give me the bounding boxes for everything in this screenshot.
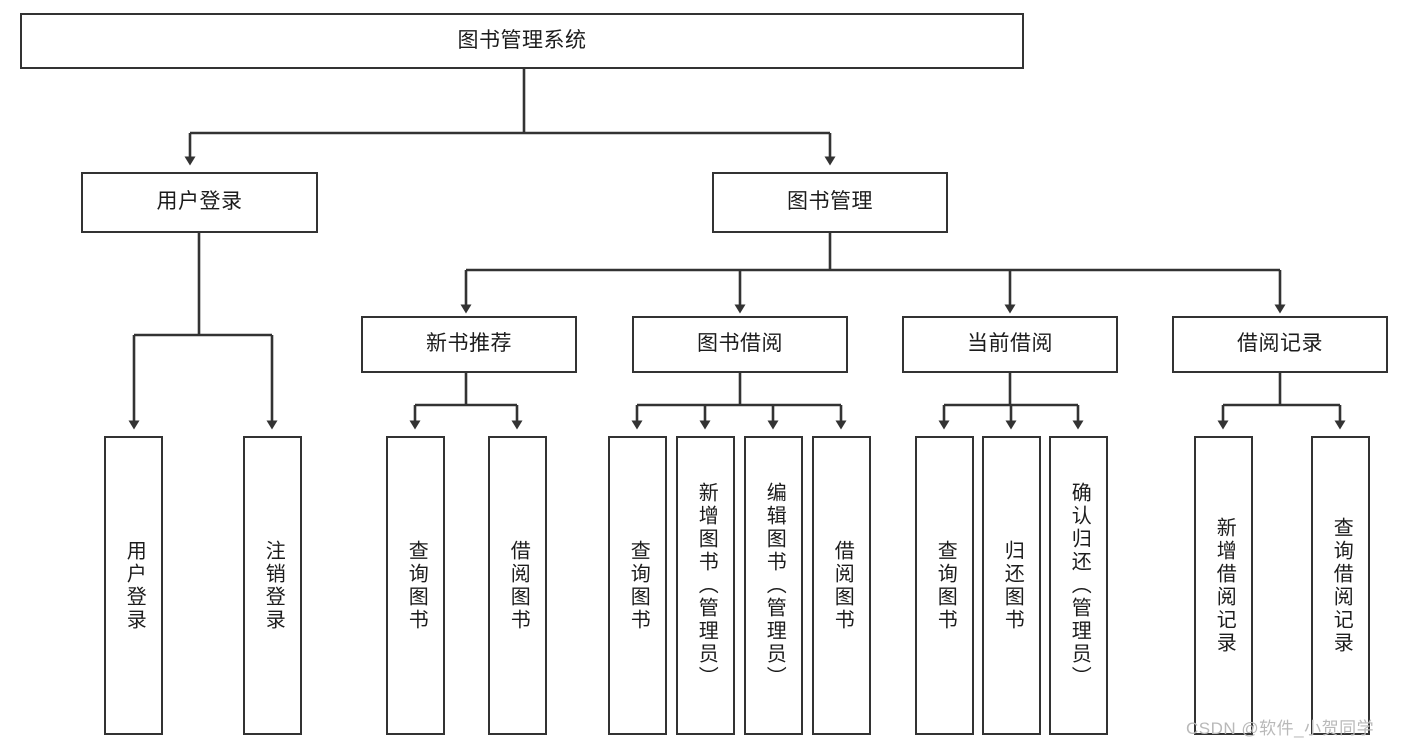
leaf-label: 注销登录 (262, 539, 285, 632)
leaf-label: 编辑图书（管理员） (763, 482, 786, 689)
node-new-book-label: 新书推荐 (426, 332, 512, 356)
leaf-book-borrow-1[interactable]: 查询图书 (608, 436, 667, 735)
leaf-label: 归还图书 (1001, 539, 1024, 632)
leaf-current-borrow-2[interactable]: 归还图书 (982, 436, 1041, 735)
node-current-borrow-label: 当前借阅 (967, 332, 1053, 356)
leaf-book-borrow-3[interactable]: 编辑图书（管理员） (744, 436, 803, 735)
node-book-manage[interactable]: 图书管理 (712, 172, 948, 233)
leaf-label: 确认归还（管理员） (1068, 482, 1091, 689)
leaf-new-book-2[interactable]: 借阅图书 (488, 436, 547, 735)
leaf-label: 新增借阅记录 (1213, 516, 1236, 655)
node-user-login[interactable]: 用户登录 (81, 172, 318, 233)
leaf-label: 查询图书 (934, 539, 957, 632)
node-book-manage-label: 图书管理 (787, 190, 873, 214)
node-current-borrow[interactable]: 当前借阅 (902, 316, 1118, 373)
leaf-current-borrow-1[interactable]: 查询图书 (915, 436, 974, 735)
leaf-label: 借阅图书 (507, 539, 530, 632)
node-new-book[interactable]: 新书推荐 (361, 316, 577, 373)
leaf-label: 查询图书 (627, 539, 650, 632)
leaf-user-login-1[interactable]: 用户登录 (104, 436, 163, 735)
leaf-current-borrow-3[interactable]: 确认归还（管理员） (1049, 436, 1108, 735)
leaf-book-borrow-4[interactable]: 借阅图书 (812, 436, 871, 735)
leaf-new-book-1[interactable]: 查询图书 (386, 436, 445, 735)
leaf-borrow-record-2[interactable]: 查询借阅记录 (1311, 436, 1370, 735)
node-root[interactable]: 图书管理系统 (20, 13, 1024, 69)
node-borrow-record-label: 借阅记录 (1237, 332, 1323, 356)
leaf-borrow-record-1[interactable]: 新增借阅记录 (1194, 436, 1253, 735)
leaf-book-borrow-2[interactable]: 新增图书（管理员） (676, 436, 735, 735)
leaf-user-login-2[interactable]: 注销登录 (243, 436, 302, 735)
leaf-label: 查询借阅记录 (1330, 516, 1353, 655)
node-root-label: 图书管理系统 (457, 28, 587, 52)
node-user-login-label: 用户登录 (156, 190, 243, 214)
leaf-label: 查询图书 (405, 539, 428, 632)
leaf-label: 新增图书（管理员） (695, 482, 718, 689)
node-book-borrow-label: 图书借阅 (697, 332, 783, 356)
leaf-label: 借阅图书 (831, 539, 854, 632)
node-book-borrow[interactable]: 图书借阅 (632, 316, 848, 373)
leaf-label: 用户登录 (123, 539, 146, 632)
watermark: CSDN @软件_小贺同学 (1186, 719, 1375, 738)
node-borrow-record[interactable]: 借阅记录 (1172, 316, 1388, 373)
